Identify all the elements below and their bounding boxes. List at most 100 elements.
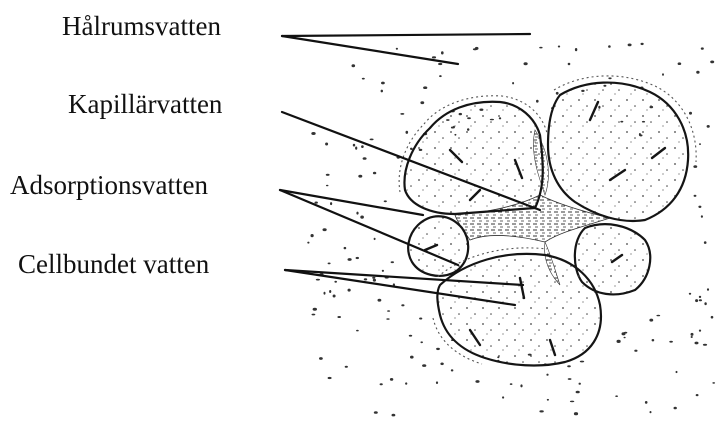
- void-water-dot: [381, 82, 385, 85]
- void-water-dot: [691, 333, 694, 336]
- void-water-dot: [344, 247, 347, 249]
- void-water-dot: [536, 100, 539, 103]
- void-water-dot: [374, 411, 378, 414]
- void-water-dot: [473, 48, 477, 50]
- void-water-dot: [512, 82, 514, 84]
- void-water-dot: [568, 378, 572, 380]
- void-water-dot: [546, 374, 548, 376]
- void-water-dot: [691, 336, 693, 338]
- void-water-dot: [311, 234, 314, 237]
- void-water-dot: [313, 308, 317, 311]
- void-water-dot: [396, 48, 398, 50]
- void-water-dot: [392, 414, 396, 417]
- void-water-dot: [698, 206, 701, 208]
- void-water-dot: [695, 342, 699, 345]
- void-water-dot: [704, 241, 707, 244]
- void-water-dot: [539, 47, 542, 49]
- void-water-dot: [617, 340, 621, 343]
- void-water-dot: [323, 228, 327, 231]
- void-water-dot: [574, 412, 578, 415]
- void-water-dot: [432, 56, 436, 58]
- void-water-dot: [401, 304, 404, 306]
- void-water-dot: [384, 200, 387, 202]
- void-water-dot: [699, 330, 701, 332]
- label-adsorption-water: Adsorptionsvatten: [10, 172, 208, 199]
- void-water-dot: [699, 299, 702, 301]
- void-water-dot: [710, 61, 714, 64]
- void-water-dot: [622, 332, 626, 335]
- void-water-dot: [547, 399, 549, 401]
- void-water-dot: [324, 292, 326, 295]
- void-water-dot: [307, 242, 309, 244]
- void-water-dot: [656, 315, 660, 317]
- void-water-dot: [316, 279, 320, 281]
- void-water-dot: [420, 341, 423, 343]
- void-water-dot: [409, 335, 412, 337]
- void-water-dot: [382, 270, 384, 272]
- void-water-dot: [380, 383, 383, 385]
- void-water-dot: [669, 341, 673, 343]
- void-water-dot: [438, 63, 442, 65]
- void-water-dot: [312, 314, 316, 316]
- void-water-dot: [441, 51, 444, 54]
- void-water-dot: [689, 112, 692, 115]
- void-water-dot: [387, 310, 390, 312]
- void-water-dot: [353, 144, 355, 147]
- void-water-dot: [348, 289, 351, 292]
- void-water-dot: [556, 92, 559, 95]
- void-water-dot: [695, 299, 698, 302]
- void-water-dot: [641, 43, 644, 45]
- void-water-dot: [333, 295, 336, 298]
- void-water-dot: [381, 90, 383, 93]
- label-capillary-water: Kapillärvatten: [68, 91, 222, 118]
- void-water-dot: [360, 216, 364, 219]
- void-water-dot: [348, 258, 352, 261]
- void-water-dot: [325, 143, 328, 146]
- void-water-dot: [419, 318, 422, 320]
- leader-adsorption-1: [280, 190, 423, 215]
- void-water-dot: [391, 261, 394, 263]
- void-water-dot: [649, 319, 653, 322]
- void-water-dot: [436, 348, 440, 350]
- void-water-dot: [711, 316, 714, 319]
- void-water-dot: [329, 290, 331, 293]
- void-water-dot: [326, 174, 330, 176]
- void-water-dot: [373, 279, 376, 282]
- leader-void-1: [282, 34, 530, 36]
- void-water-dot: [364, 278, 367, 280]
- void-water-dot: [405, 382, 407, 384]
- void-water-dot: [699, 143, 701, 145]
- void-water-dot: [650, 411, 652, 413]
- void-water-dot: [330, 202, 332, 205]
- void-water-dot: [699, 296, 701, 298]
- void-water-dot: [436, 381, 438, 384]
- void-water-dot: [502, 396, 504, 398]
- void-water-dot: [520, 384, 522, 387]
- void-water-dot: [645, 401, 648, 404]
- void-water-dot: [315, 202, 318, 204]
- void-water-dot: [558, 46, 560, 48]
- void-water-dot: [311, 132, 315, 135]
- void-water-dot: [628, 44, 632, 47]
- void-water-dot: [410, 356, 414, 359]
- leader-void-2: [282, 36, 458, 64]
- void-water-dot: [328, 377, 332, 379]
- void-water-dot: [363, 157, 367, 160]
- void-water-dot: [400, 113, 404, 115]
- void-water-dot: [328, 263, 331, 265]
- void-water-dot: [704, 302, 706, 305]
- void-water-dot: [372, 277, 375, 279]
- void-water-dot: [693, 165, 697, 168]
- void-water-dot: [580, 361, 584, 363]
- void-water-dot: [701, 47, 704, 49]
- void-water-dot: [374, 238, 376, 240]
- void-water-dot: [510, 383, 513, 385]
- void-water-dot: [701, 215, 703, 218]
- void-water-dot: [356, 212, 358, 215]
- void-water-dot: [406, 131, 409, 134]
- void-water-dot: [390, 378, 393, 381]
- void-water-dot: [568, 63, 571, 65]
- void-water-dot: [696, 394, 699, 396]
